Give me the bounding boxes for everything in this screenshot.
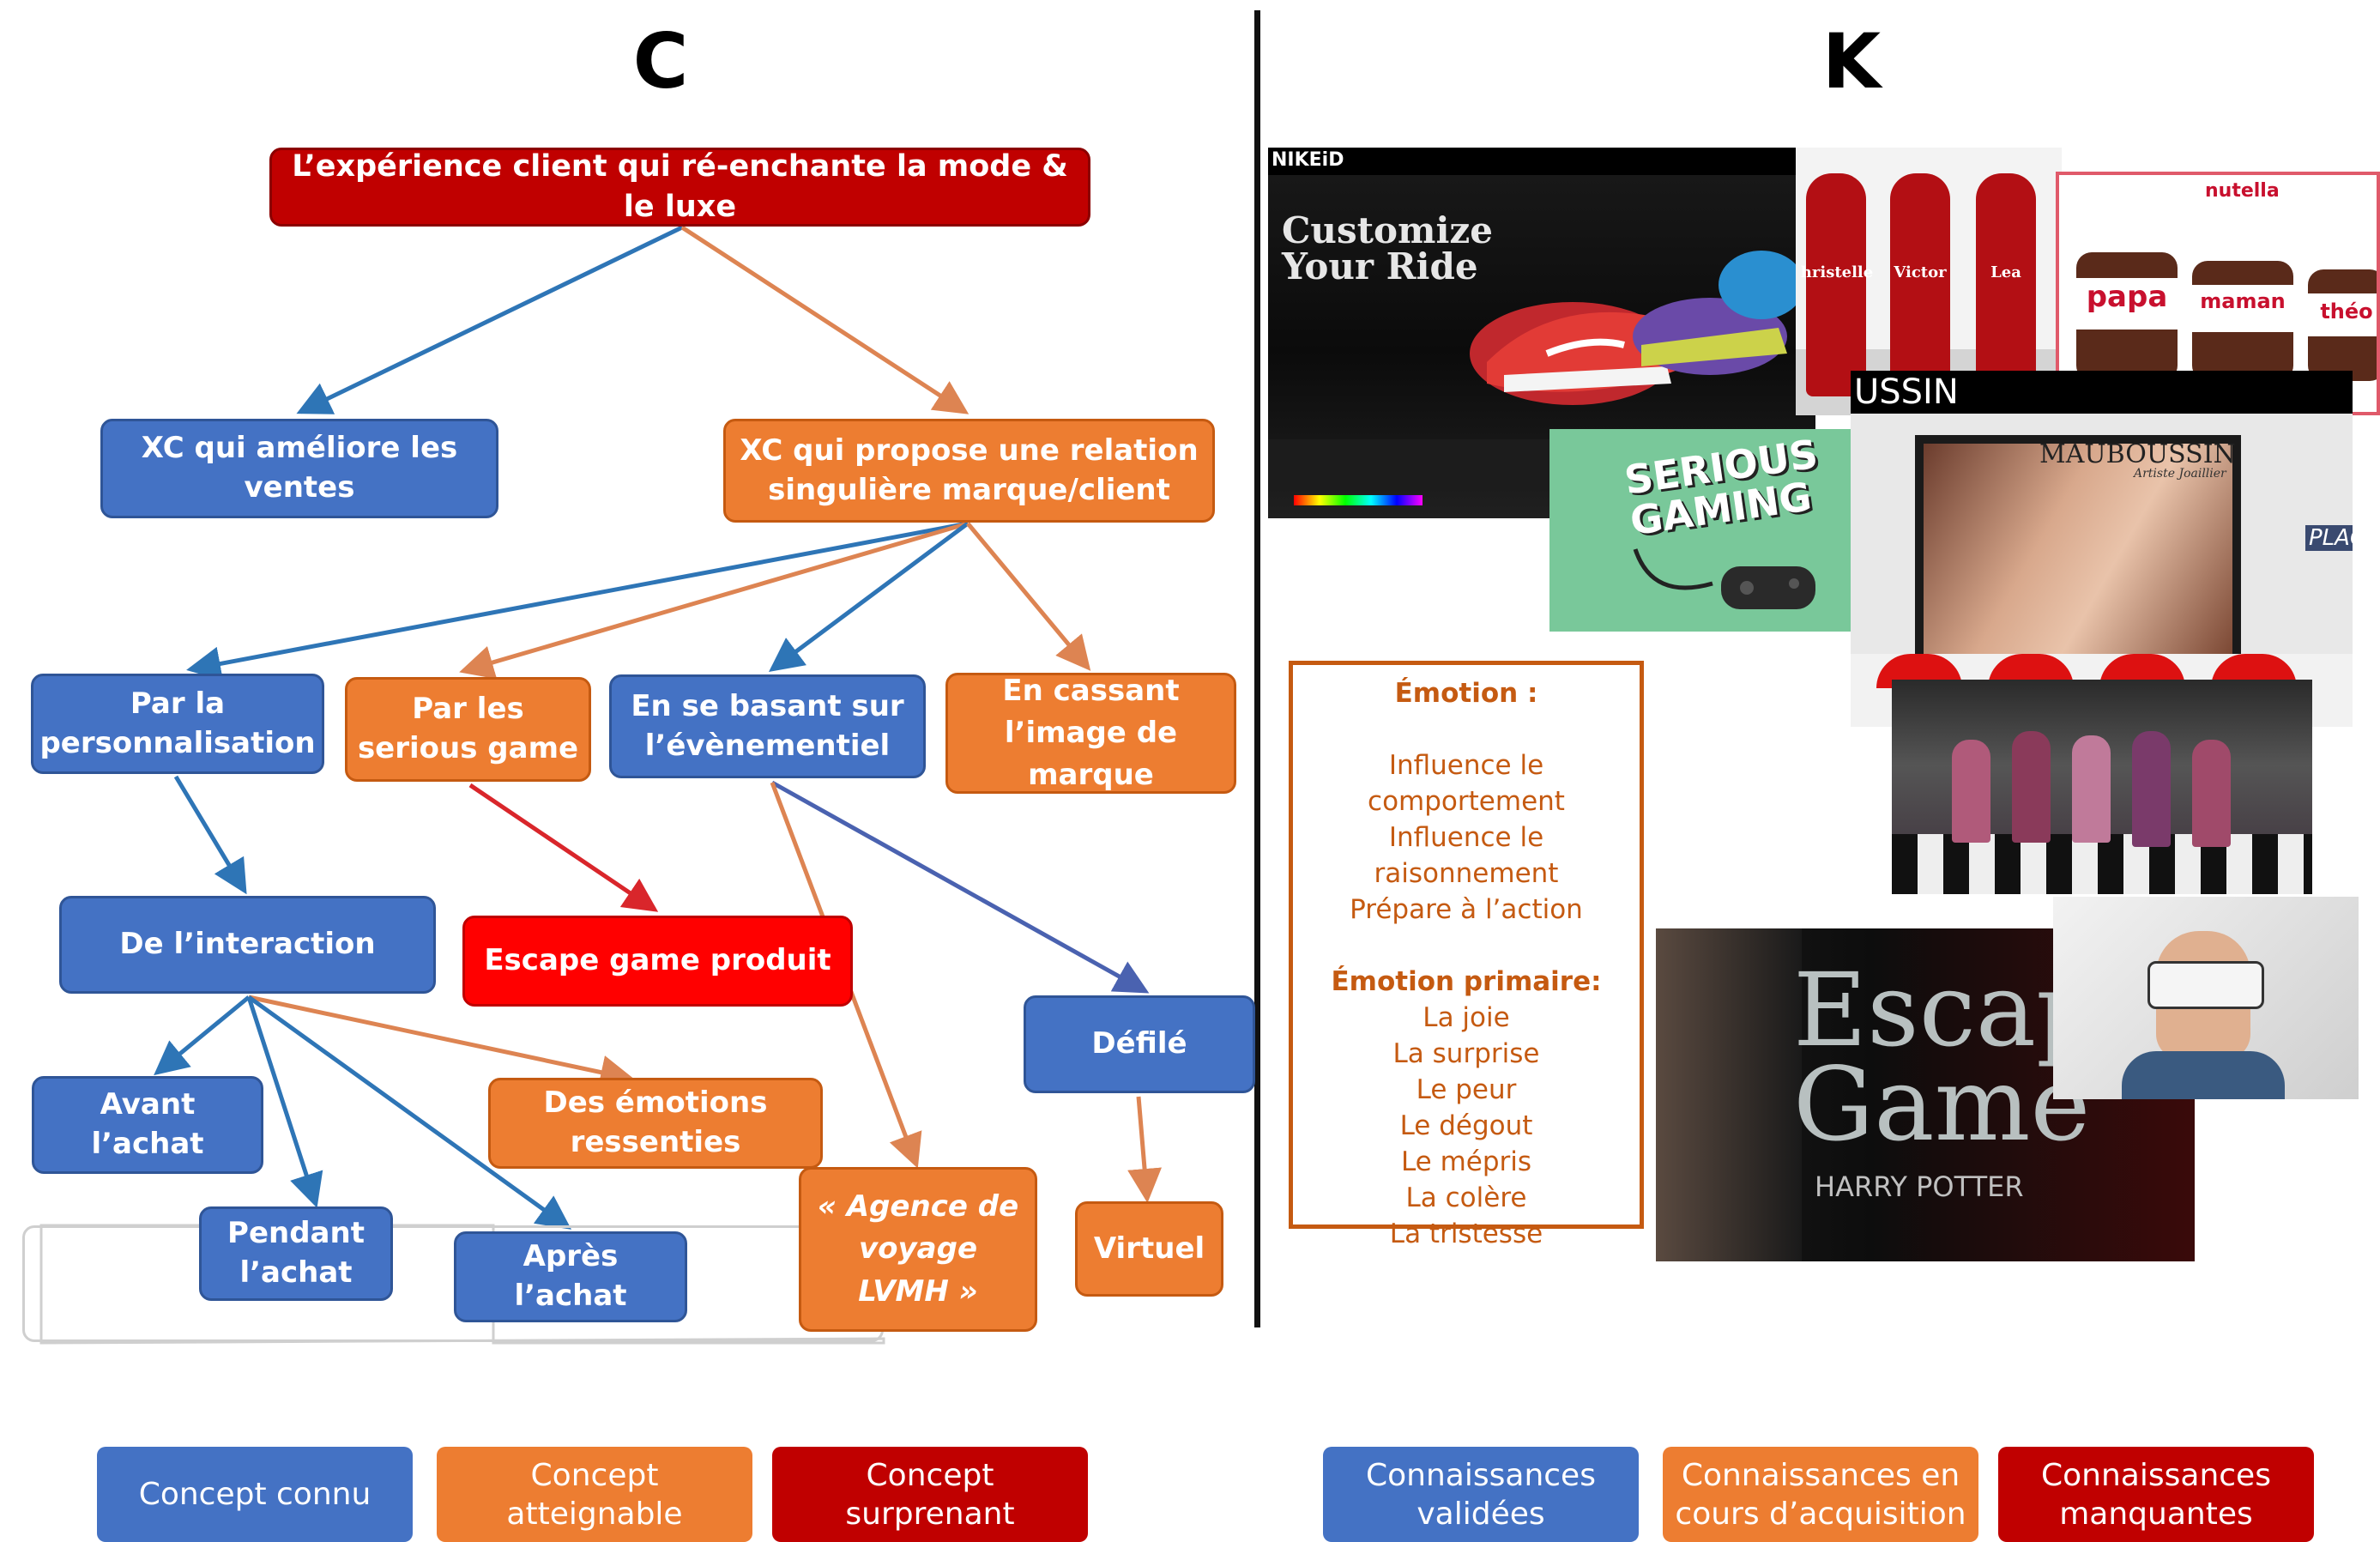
nike-headline: Customize Your Ride xyxy=(1282,209,1493,287)
nutella-name-2: maman xyxy=(2200,289,2286,313)
node-agence-voyage: « Agence de voyage LVMH » xyxy=(799,1167,1037,1332)
node-interaction: De l’interaction xyxy=(59,896,436,994)
emotion-primary-5: Le mépris xyxy=(1400,1146,1532,1177)
edge-perso-interaction xyxy=(173,775,247,895)
sneaker-illustration xyxy=(1470,251,1804,405)
nutella-jars-image: nutella papa maman théo xyxy=(2056,172,2380,415)
node-pendant-achat: Pendant l’achat xyxy=(199,1206,393,1301)
edge-defile-virtuel xyxy=(1127,1096,1162,1203)
edge-interaction-pendant xyxy=(246,996,323,1208)
edge-relation-serious xyxy=(459,521,969,680)
legend-concept-surprenant: Concept surprenant xyxy=(772,1447,1088,1542)
node-defile: Défilé xyxy=(1024,995,1255,1093)
emotion-primary-heading: Émotion primaire: xyxy=(1331,966,1602,997)
escape-game-subtitle: HARRY POTTER xyxy=(1815,1170,2024,1203)
mauboussin-sub: Artiste Joaillier xyxy=(2134,467,2226,481)
mauboussin-brand: MAUBOUSSIN xyxy=(2039,439,2236,469)
node-relation: XC qui propose une relation singulière m… xyxy=(723,419,1215,523)
emotion-heading: Émotion : xyxy=(1394,678,1538,709)
edge-interaction-avant xyxy=(154,995,251,1076)
legend-connaissances-validees: Connaissances validées xyxy=(1323,1447,1639,1542)
coke-label-1: hristelle xyxy=(1800,263,1874,281)
edge-relation-event xyxy=(768,521,970,672)
gamepad-icon xyxy=(1633,548,1815,609)
node-escape-game-produit: Escape game produit xyxy=(462,916,853,1007)
emotion-primary-1: La joie xyxy=(1423,1002,1510,1033)
nike-brand-label: NIKEiD xyxy=(1272,149,1344,171)
emotion-primary-4: Le dégout xyxy=(1399,1110,1533,1141)
edge-interaction-emotions xyxy=(248,995,635,1090)
node-apres-achat: Après l’achat xyxy=(454,1231,687,1322)
coke-label-3: Lea xyxy=(1990,263,2021,281)
emotion-line-3: Prépare à l’action xyxy=(1350,894,1583,925)
node-emotions: Des émotions ressenties xyxy=(488,1078,823,1169)
node-image-marque: En cassant l’image de marque xyxy=(945,673,1236,794)
mauboussin-side-text: PLAC xyxy=(2305,525,2353,551)
serious-gaming-image: SERIOUS GAMING xyxy=(1549,429,1853,632)
edge-serious-escape xyxy=(468,783,659,912)
nutella-name-1: papa xyxy=(2086,280,2168,314)
legend-connaissances-manquantes: Connaissances manquantes xyxy=(1998,1447,2314,1542)
fashion-show-image xyxy=(1892,680,2312,894)
emotion-line-2: Influence le raisonnement xyxy=(1374,822,1559,889)
node-avant-achat: Avant l’achat xyxy=(32,1076,263,1174)
edge-interaction-apres xyxy=(247,995,572,1230)
color-swatch-bar xyxy=(1294,495,1423,505)
serious-gaming-text: SERIOUS GAMING xyxy=(1622,430,1821,545)
emotion-primary-2: La surprise xyxy=(1392,1038,1540,1069)
legend-concept-atteignable: Concept atteignable xyxy=(437,1447,752,1542)
node-personnalisation: Par la personnalisation xyxy=(31,674,324,774)
edge-relation-perso xyxy=(186,521,969,681)
emotion-info-box: Émotion : Influence le comportement Infl… xyxy=(1289,661,1644,1249)
vr-headset-image xyxy=(2053,897,2359,1099)
mauboussin-image: USSIN MAUBOUSSIN Artiste Joaillier PLAC xyxy=(1851,371,2353,727)
nutella-name-3: théo xyxy=(2320,299,2373,324)
node-ventes: XC qui améliore les ventes xyxy=(100,419,498,518)
edge-event-defile xyxy=(770,780,1150,994)
emotion-line-1: Influence le comportement xyxy=(1368,750,1565,817)
edge-root-relation xyxy=(680,225,970,414)
legend-connaissances-acquisition: Connaissances en cours d’acquisition xyxy=(1663,1447,1978,1542)
root-node: L’expérience client qui ré-enchante la m… xyxy=(269,148,1090,227)
emotion-primary-3: Le peur xyxy=(1416,1074,1517,1105)
emotion-primary-6: La colère xyxy=(1405,1182,1527,1213)
node-serious-game: Par les serious game xyxy=(345,677,591,782)
legend-concept-connu: Concept connu xyxy=(97,1447,413,1542)
nutella-brand: nutella xyxy=(2205,180,2280,202)
empty-rounded-box xyxy=(22,1225,884,1342)
emotion-primary-7: La tristesse xyxy=(1389,1218,1543,1249)
coke-label-2: Victor xyxy=(1894,263,1947,281)
node-virtuel: Virtuel xyxy=(1075,1201,1223,1297)
edge-root-ventes xyxy=(296,225,684,414)
edge-relation-image xyxy=(966,522,1091,671)
node-evenementiel: En se basant sur l’évènementiel xyxy=(609,674,926,778)
section-divider xyxy=(1254,10,1260,1327)
concepts-title: C xyxy=(632,17,689,106)
mauboussin-banner: USSIN xyxy=(1854,372,1959,412)
knowledge-title: K xyxy=(1821,17,1882,106)
